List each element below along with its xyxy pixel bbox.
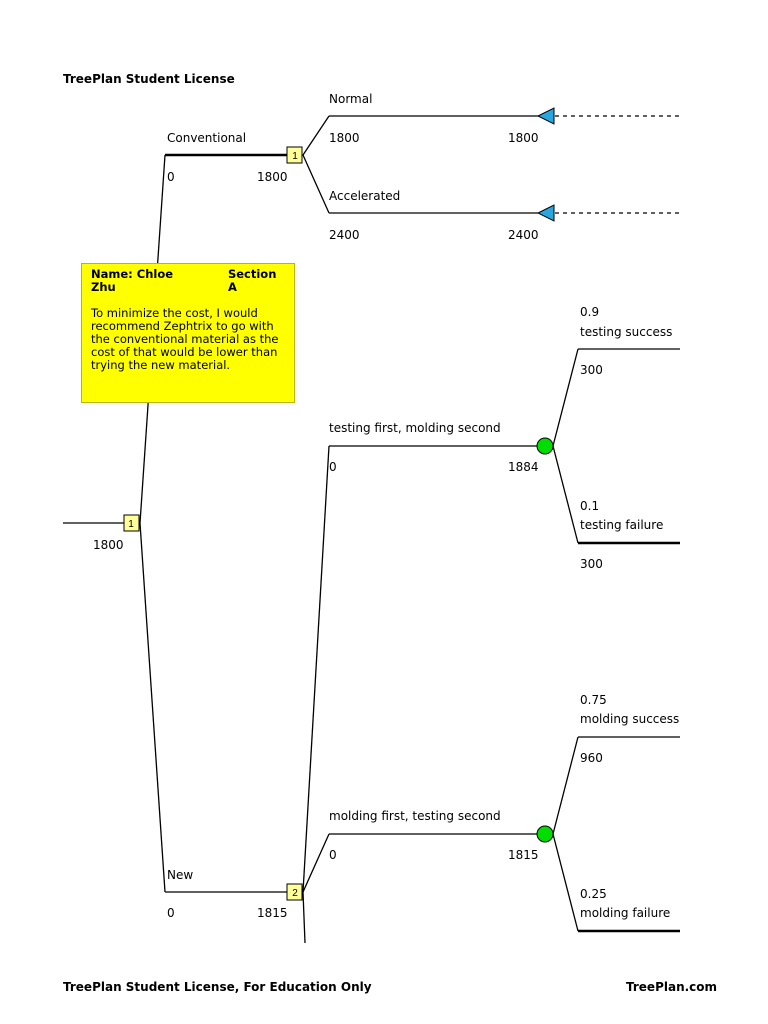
normal-cost: 1800 xyxy=(329,131,360,145)
new-cost: 0 xyxy=(167,906,175,920)
testing-success-label: testing success xyxy=(580,325,673,339)
footer-site: TreePlan.com xyxy=(626,980,718,994)
testing-failure-label: testing failure xyxy=(580,518,664,532)
new-node-number: 2 xyxy=(292,888,298,899)
molding-success-label: molding success xyxy=(580,712,680,726)
normal-terminal-node xyxy=(536,107,555,125)
testing-first-label: testing first, molding second xyxy=(329,421,501,435)
root-decision-node xyxy=(123,514,140,532)
new-node-tail-line xyxy=(302,891,306,944)
conventional-decision-node xyxy=(286,146,303,164)
note-header: Name: Chloe Zhu Section A xyxy=(91,268,285,294)
license-header: TreePlan Student License xyxy=(63,72,235,86)
accelerated-branch-line xyxy=(302,154,330,214)
molding-first-value: 1815 xyxy=(508,848,539,862)
testing-first-value: 1884 xyxy=(508,460,539,474)
accelerated-label: Accelerated xyxy=(329,189,401,203)
normal-branch-line xyxy=(302,115,330,156)
testing-success-branch-line xyxy=(552,348,579,447)
molding-failure-prob: 0.25 xyxy=(580,887,607,901)
testing-chance-node xyxy=(536,437,554,455)
accelerated-cost: 2400 xyxy=(329,228,360,242)
new-decision-node xyxy=(286,883,303,901)
new-value: 1815 xyxy=(257,906,288,920)
testing-failure-branch-line xyxy=(552,445,579,544)
testing-first-cost: 0 xyxy=(329,460,337,474)
molding-chance-node xyxy=(536,825,554,843)
molding-success-branch-line xyxy=(552,736,579,835)
molding-success-cost: 960 xyxy=(580,751,603,765)
conventional-label: Conventional xyxy=(167,131,247,145)
testing-failure-prob: 0.1 xyxy=(580,499,600,513)
accelerated-value: 2400 xyxy=(508,228,539,242)
molding-first-branch-line xyxy=(302,833,330,893)
conventional-cost: 0 xyxy=(167,170,175,184)
molding-failure-label: molding failure xyxy=(580,906,671,920)
testing-first-branch-line xyxy=(302,445,330,893)
note-text: To minimize the cost, I would recommend … xyxy=(91,306,279,372)
new-label: New xyxy=(167,868,194,882)
molding-failure-branch-line xyxy=(552,833,579,932)
molding-first-cost: 0 xyxy=(329,848,337,862)
new-branch-line xyxy=(139,522,166,893)
molding-first-label: molding first, testing second xyxy=(329,809,501,823)
molding-success-prob: 0.75 xyxy=(580,693,607,707)
testing-success-cost: 300 xyxy=(580,363,603,377)
testing-failure-cost: 300 xyxy=(580,557,603,571)
note-section: Section A xyxy=(227,267,277,294)
root-value: 1800 xyxy=(93,538,124,552)
accelerated-terminal-node xyxy=(536,204,555,222)
conventional-value: 1800 xyxy=(257,170,288,184)
normal-value: 1800 xyxy=(508,131,539,145)
conventional-node-number: 1 xyxy=(292,151,298,162)
footer-license: TreePlan Student License, For Education … xyxy=(63,980,372,994)
note-name: Name: Chloe Zhu xyxy=(91,267,174,294)
comment-note: Name: Chloe Zhu Section A To minimize th… xyxy=(81,263,295,403)
testing-success-prob: 0.9 xyxy=(580,305,600,319)
root-node-number: 1 xyxy=(128,519,134,530)
normal-label: Normal xyxy=(329,92,373,106)
